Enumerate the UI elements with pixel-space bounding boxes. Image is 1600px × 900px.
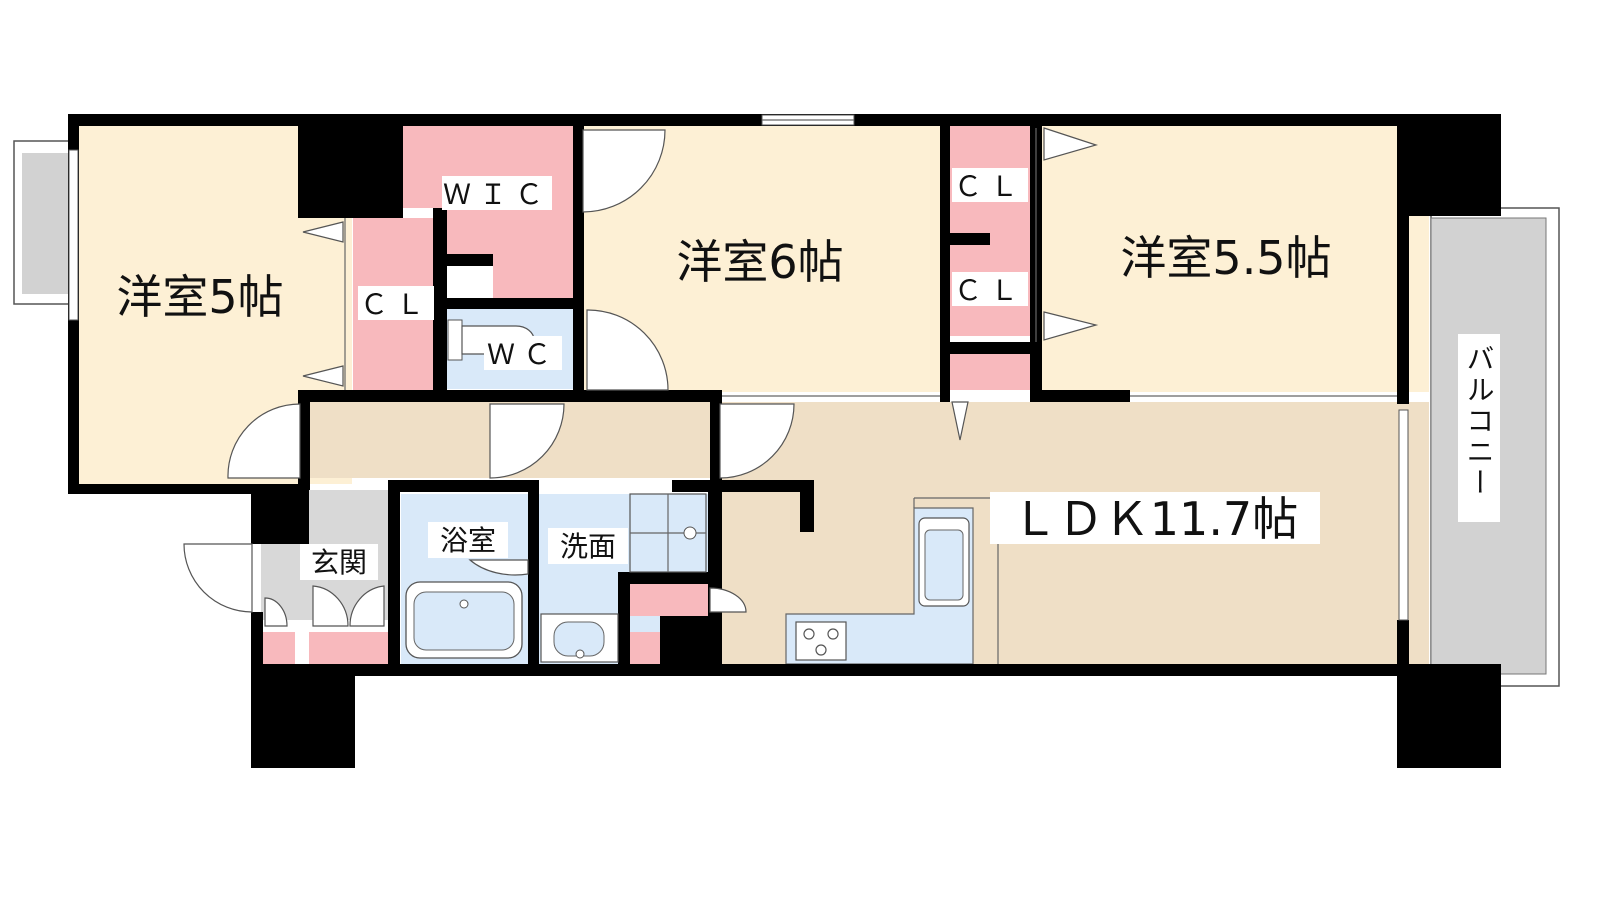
label-bath: 浴室 [440,524,496,557]
walls [68,114,1501,768]
label-wc: ＷＣ [487,338,559,371]
room-labels: 洋室5帖 洋室6帖 洋室5.5帖 ＬＤＫ11.7帖 ＷＩＣ ＣＬ ＣＬ ＣＬ Ｗ… [116,168,1500,580]
windows [68,114,1409,621]
bathtub-icon [405,581,523,659]
label-ldk: ＬＤＫ11.7帖 [1012,492,1298,546]
washbasin-icon [540,613,619,663]
label-balcony: バルコニー [1463,344,1496,499]
label-cl-2: ＣＬ [954,170,1026,203]
room-fills [79,126,1429,665]
stove-icon [795,621,847,661]
label-cl-1: ＣＬ [360,288,432,321]
washing-machine-icon [629,493,707,573]
label-western-room-55: 洋室5.5帖 [1120,231,1331,285]
label-cl-3: ＣＬ [954,274,1026,307]
doors [183,127,1099,627]
label-entrance: 玄関 [311,546,367,579]
label-western-room-6: 洋室6帖 [676,235,843,289]
sink-icon [918,517,970,607]
label-wic: ＷＩＣ [443,178,551,211]
label-washroom: 洗面 [560,530,616,563]
label-western-room-5: 洋室5帖 [116,270,283,324]
